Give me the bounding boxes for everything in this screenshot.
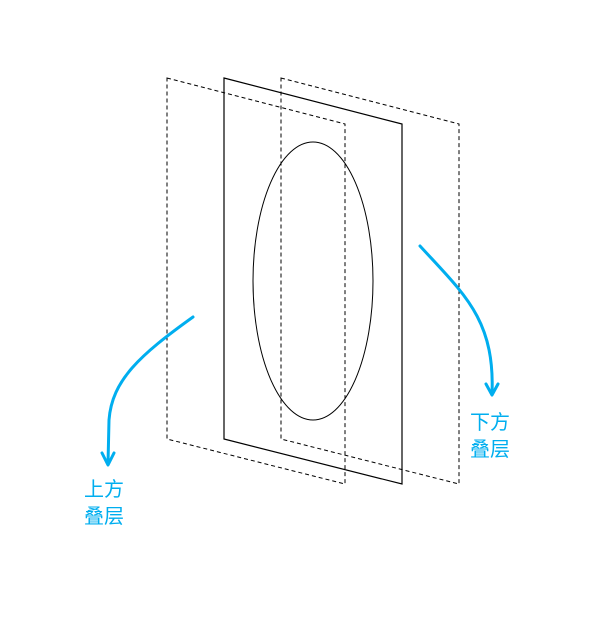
upper-overlay-label-line1: 上方 bbox=[84, 477, 124, 501]
oval-shape bbox=[252, 141, 374, 421]
lower-overlay-label: 下方 叠层 bbox=[470, 409, 510, 463]
lower-overlay-arrow bbox=[418, 244, 500, 397]
upper-overlay-label: 上方 叠层 bbox=[84, 476, 124, 530]
lower-overlay-label-line2: 叠层 bbox=[470, 437, 510, 461]
upper-overlay-panel bbox=[166, 77, 346, 485]
lower-overlay-panel bbox=[280, 77, 460, 485]
base-panel bbox=[223, 77, 403, 485]
lower-overlay-label-line1: 下方 bbox=[470, 410, 510, 434]
upper-overlay-arrow bbox=[100, 315, 195, 467]
upper-overlay-label-line2: 叠层 bbox=[84, 504, 124, 528]
